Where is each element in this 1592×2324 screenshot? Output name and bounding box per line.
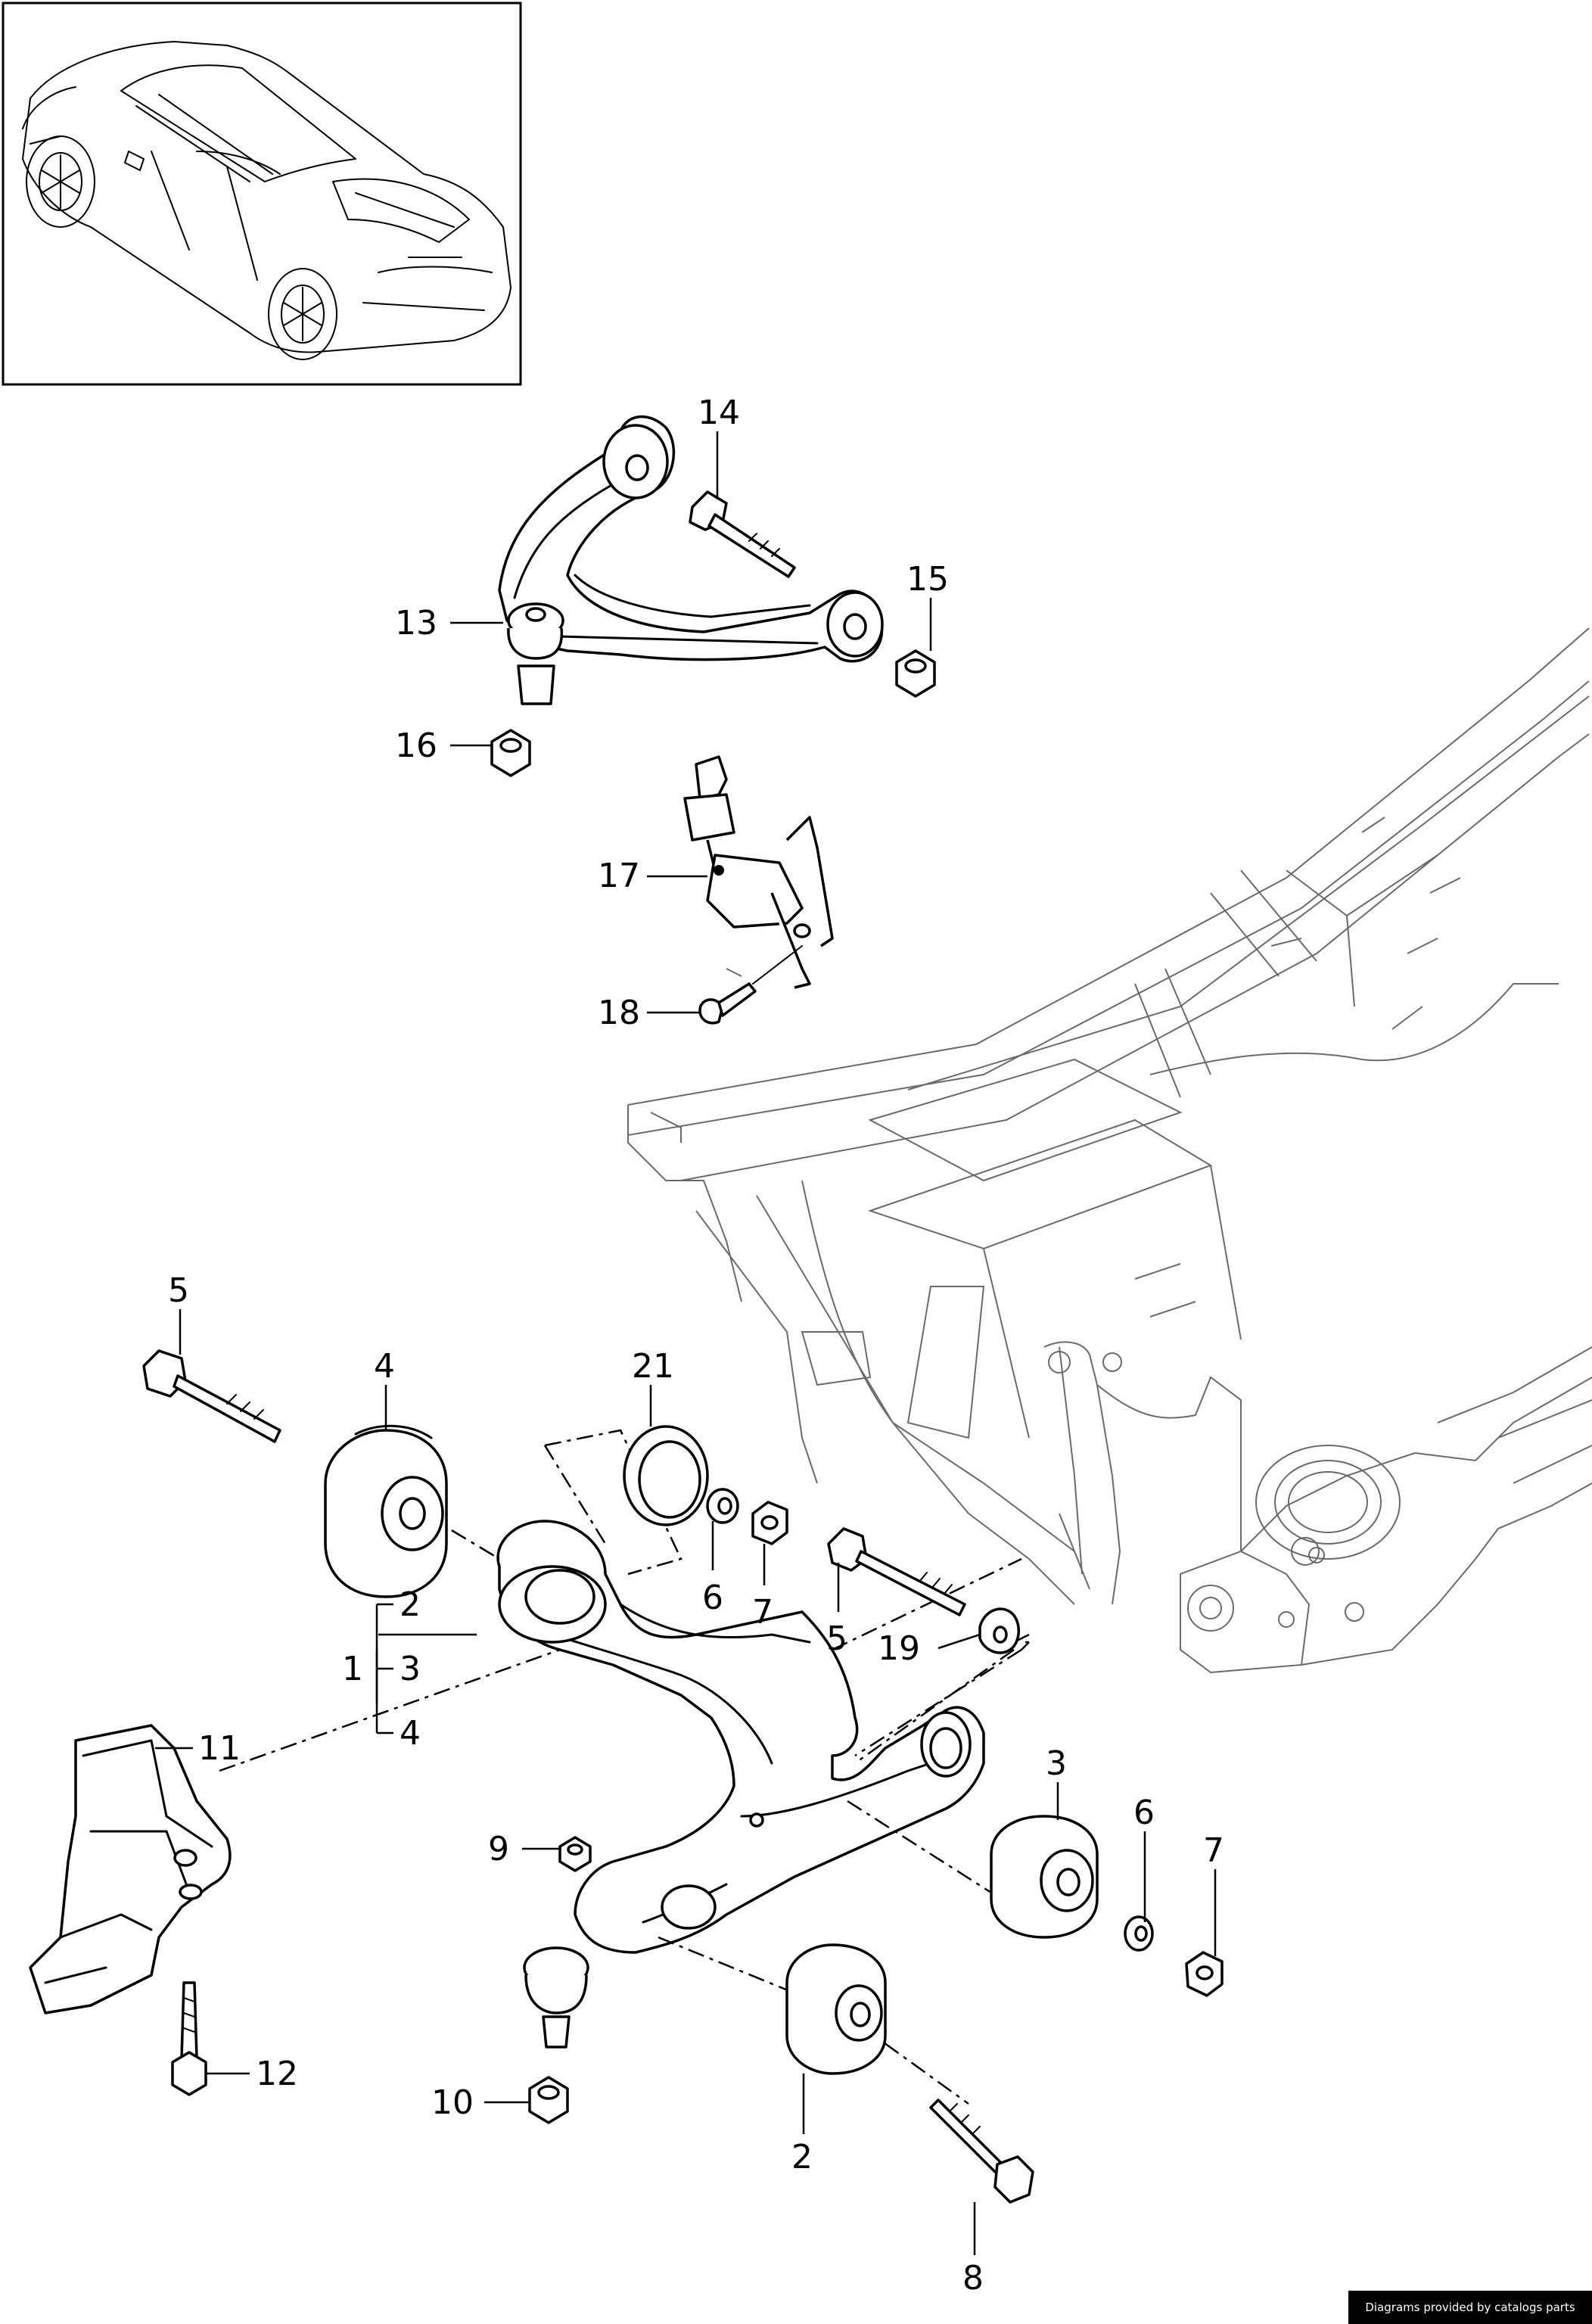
heat-shield-11 [29,1724,232,2014]
callouts: 14 15 13 16 17 18 5 4 21 6 7 5 19 1 2 3 … [168,394,1224,2298]
callout-18: 18 [598,994,640,1032]
washer-6-lower [1124,1915,1154,1952]
callout-bracket-4: 4 [400,1714,421,1753]
callout-21: 21 [632,1347,674,1386]
bolt-5-middle [827,1527,966,1616]
bolt-8 [929,2098,1034,2204]
bolt-5-upper [142,1349,281,1443]
nut-7-lower [1185,1951,1224,1997]
callout-5-middle: 5 [826,1619,847,1658]
bolt-12 [171,1981,207,2096]
bushing-2 [785,1943,887,2075]
nut-10 [528,2076,569,2124]
nut-9 [558,1836,592,1872]
callout-16: 16 [395,726,437,765]
callout-7-lower: 7 [1203,1831,1224,1870]
washer-19 [978,1607,1020,1654]
axle-carrier-frame [627,627,1592,1674]
dashed-guides [219,1429,1030,2105]
bushing-4 [324,1424,448,1598]
callout-7-upper: 7 [752,1593,773,1632]
bushing-3 [990,1815,1099,1939]
callout-8: 8 [962,2259,984,2298]
callout-9: 9 [488,1830,509,1868]
callout-2: 2 [791,2138,813,2176]
callout-17: 17 [598,857,640,895]
callout-4: 4 [374,1347,395,1386]
callout-3: 3 [1046,1744,1067,1783]
callout-13: 13 [395,604,437,642]
callout-12: 12 [256,2055,298,2093]
callout-bracket-3: 3 [400,1650,421,1688]
callout-bracket-2: 2 [400,1585,421,1624]
upper-control-arm [498,415,884,705]
lower-control-arm [496,1520,985,2049]
level-sensor [683,755,834,989]
credit-banner: Diagrams provided by catalogs parts [1348,2291,1592,2324]
callout-6-lower: 6 [1133,1794,1155,1832]
callout-10: 10 [431,2083,474,2122]
callout-14: 14 [698,394,740,432]
callout-1: 1 [342,1650,363,1688]
nut-16 [490,729,531,777]
callout-19: 19 [878,1629,920,1668]
bolt-14 [689,490,796,578]
callout-6-upper: 6 [702,1579,723,1617]
ring-21 [623,1425,709,1526]
bolt-18 [698,945,803,1025]
callout-11: 11 [198,1729,241,1768]
leader-lines [155,431,1217,2255]
nut-15 [895,649,936,698]
callout-15: 15 [906,560,949,599]
vehicle-inset [2,2,522,386]
nut-7-upper [751,1501,788,1545]
callout-5-upper: 5 [168,1271,189,1310]
washer-6-upper [706,1488,739,1524]
